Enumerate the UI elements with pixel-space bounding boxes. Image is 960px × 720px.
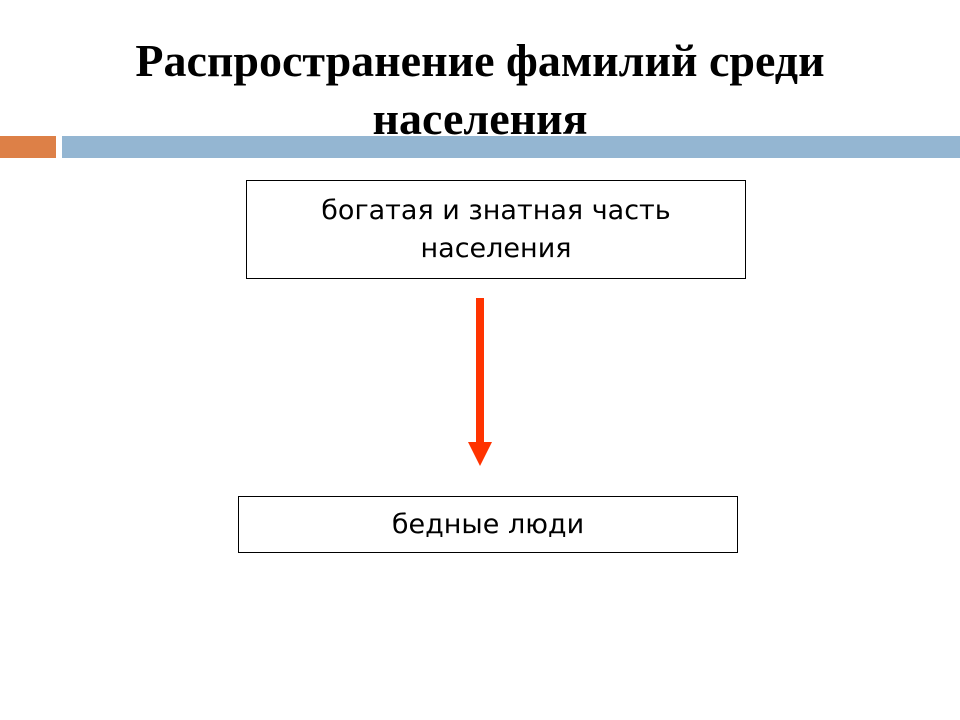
- bottom-box: бедные люди: [238, 496, 738, 553]
- arrow-head: [468, 442, 492, 466]
- slide-title: Распространение фамилий среди населения: [135, 35, 825, 144]
- arrow-shaft: [476, 298, 484, 444]
- bottom-box-label: бедные люди: [391, 508, 585, 540]
- accent-bar-blue: [62, 136, 960, 158]
- accent-bar-orange: [0, 136, 56, 158]
- down-arrow-icon: [468, 298, 492, 466]
- top-box: богатая и знатная часть населения: [246, 180, 746, 279]
- top-box-label: богатая и знатная часть населения: [321, 194, 671, 264]
